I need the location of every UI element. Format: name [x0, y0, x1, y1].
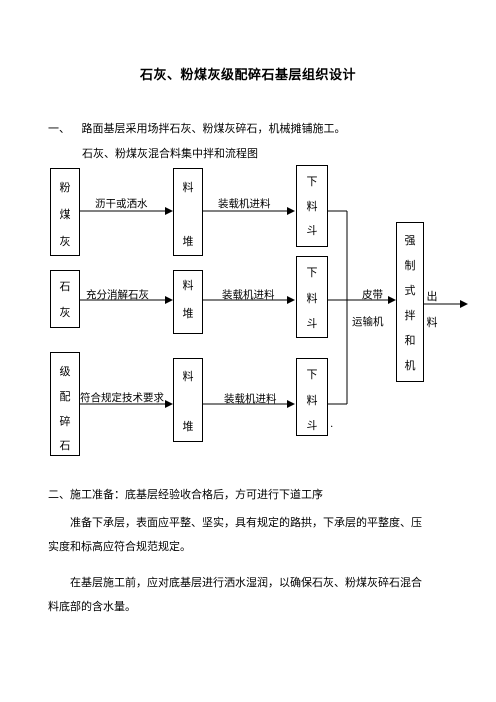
label-row3-process: 符合规定技术要求 [80, 392, 164, 404]
section-2-heading: 二、施工准备：底基层经验收合格后，方可进行下道工序 [48, 488, 323, 501]
label-row2-loader: 装载机进料 [222, 289, 275, 301]
label-belt-line1: 皮带 [362, 289, 383, 301]
box-row1-pile: 料 堆 [173, 168, 203, 256]
box-row3-hopper: 下 料 斗 [296, 358, 328, 436]
label-row1-loader: 装载机进料 [218, 198, 271, 210]
label-output-1: 出 [426, 290, 438, 303]
label-row3-loader: 装载机进料 [224, 393, 277, 405]
label-row1-process: 沥干或洒水 [95, 198, 148, 210]
label-output-2: 料 [426, 316, 438, 329]
paragraph-1-line-1: 准备下承层，表面应平整、坚实，具有规定的路拱，下承层的平整度、压 [70, 516, 422, 529]
box-row2-hopper: 下 料 斗 [296, 256, 328, 338]
box-row1-hopper: 下 料 斗 [296, 165, 328, 247]
paragraph-2-line-2: 料底部的含水量。 [48, 600, 136, 613]
section-1-text: 路面基层采用场拌石灰、粉煤灰碎石，机械摊铺施工。 [81, 122, 346, 135]
flowchart-caption: 石灰、粉煤灰混合料集中拌和流程图 [82, 147, 258, 160]
section-2-paragraph-2: 在基层施工前，应对底基层进行洒水湿润，以确保石灰、粉煤灰碎石混合 料底部的含水量… [48, 571, 448, 619]
box-forced-mixer: 强 制 式 拌 和 机 [396, 222, 424, 382]
label-row2-process: 充分消解石灰 [86, 289, 149, 301]
page-title: 石灰、粉煤灰级配碎石基层组织设计 [139, 68, 356, 83]
box-lime: 石 灰 [50, 270, 80, 328]
box-row2-pile: 料 堆 [173, 270, 203, 334]
paragraph-2-line-1: 在基层施工前，应对底基层进行洒水湿润，以确保石灰、粉煤灰碎石混合 [70, 576, 422, 589]
section-1-number: 一、 [48, 122, 70, 135]
box-row3-pile: 料 堆 [173, 358, 203, 442]
paragraph-1-line-2: 实度和标高应符合规范规定。 [48, 540, 191, 553]
box-graded-gravel: 级 配 碎 石 [50, 352, 80, 456]
box-flyash: 粉 煤 灰 [50, 168, 80, 256]
stray-dot: . [330, 418, 334, 430]
section-1: 一、 路面基层采用场拌石灰、粉煤灰碎石，机械摊铺施工。 [48, 120, 346, 136]
section-2-paragraph-1: 准备下承层，表面应平整、坚实，具有规定的路拱，下承层的平整度、压 实度和标高应符… [48, 511, 448, 559]
label-belt-line2: 运输机 [352, 316, 384, 328]
